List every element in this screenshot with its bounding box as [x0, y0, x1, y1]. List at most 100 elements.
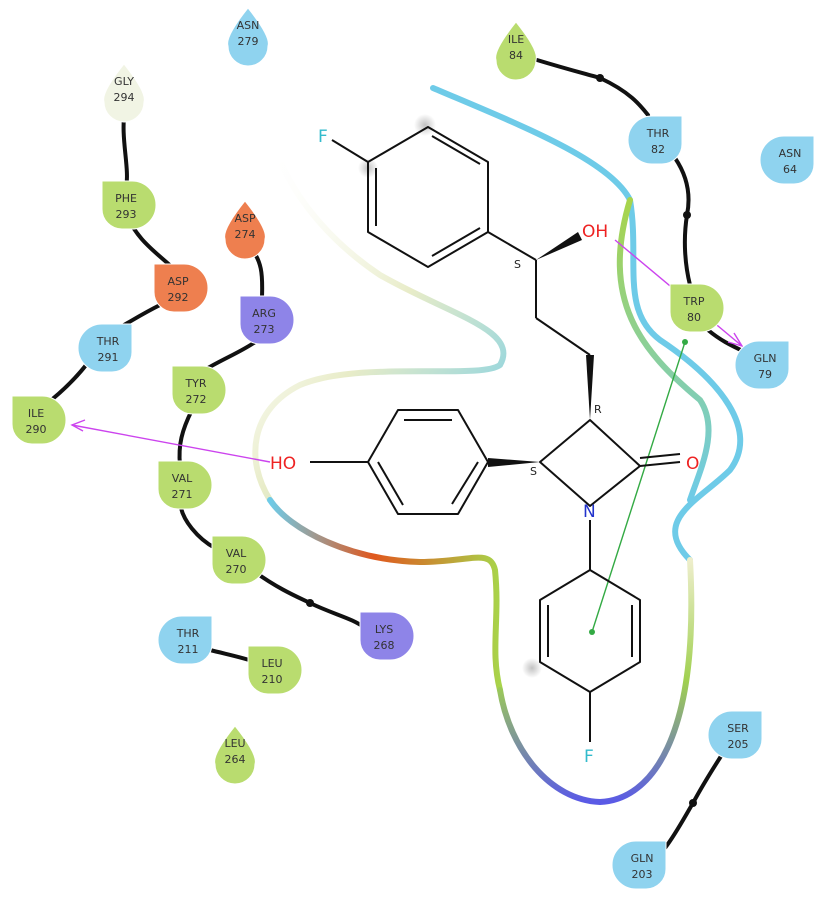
binding-pocket-outline [252, 85, 744, 806]
residue-asn279: ASN 279 [227, 7, 269, 67]
atom-fluorine-top: F [318, 127, 328, 147]
residue-shape [734, 340, 790, 390]
residue-shape [495, 21, 537, 81]
residue-number: 272 [186, 393, 207, 406]
residue-number: 205 [728, 738, 749, 751]
residue-name: THR [646, 127, 670, 140]
atom-halos [358, 114, 542, 678]
residue-arg273: ARG 273 [239, 295, 295, 345]
residue-shape [247, 645, 303, 695]
residue-leu264: LEU 264 [214, 725, 256, 785]
residue-name: THR [96, 335, 120, 348]
residue-shape [214, 725, 256, 785]
residue-name: THR [176, 627, 200, 640]
residue-name: LEU [261, 657, 282, 670]
residue-number: 264 [225, 753, 246, 766]
atom-hydroxyl-top: OH [582, 222, 608, 242]
residue-name: VAL [226, 547, 247, 560]
residue-shape [707, 710, 763, 760]
residue-number: 292 [168, 291, 189, 304]
residue-number: 291 [98, 351, 119, 364]
residue-number: 290 [26, 423, 47, 436]
residue-gln79: GLN 79 [734, 340, 790, 390]
residue-leu210: LEU 210 [247, 645, 303, 695]
atom-ring-nitrogen: N [583, 502, 596, 522]
residue-name: ASN [237, 19, 260, 32]
atom-carbonyl-oxygen: O [686, 454, 699, 474]
residue-name: GLN [631, 852, 654, 865]
residue-shape [239, 295, 295, 345]
residue-number: 82 [651, 143, 665, 156]
hbond-ho-to-ile290 [71, 424, 271, 463]
hbond-arrowhead-gln79 [727, 332, 744, 348]
residue-ile84: ILE 84 [495, 21, 537, 81]
atom-hydroxyl-left: HO [270, 454, 296, 474]
residue-name: VAL [172, 472, 193, 485]
residue-name: ASP [234, 212, 256, 225]
stereo-label-c4: S [530, 465, 537, 478]
residue-number: 79 [758, 368, 772, 381]
residue-shape [171, 365, 227, 415]
residue-number: 203 [632, 868, 653, 881]
residue-lys268: LYS 268 [359, 611, 415, 661]
residue-gln203: GLN 203 [611, 840, 667, 890]
residue-tyr272: TYR 272 [171, 365, 227, 415]
residue-shape [359, 611, 415, 661]
residue-shape [759, 135, 815, 185]
residue-shape [227, 7, 269, 67]
residue-asp292: ASP 292 [153, 263, 209, 313]
residue-name: GLN [754, 352, 777, 365]
residue-name: PHE [115, 192, 137, 205]
residue-number: 294 [114, 91, 135, 104]
stereo-label-c3: R [594, 403, 602, 416]
backbone-nodes [306, 74, 697, 807]
residue-name: ILE [508, 33, 524, 46]
residue-ile290: ILE 290 [11, 395, 67, 445]
residue-name: SER [727, 722, 749, 735]
residue-name: ASP [167, 275, 189, 288]
residue-shape [611, 840, 667, 890]
residue-shape [211, 535, 267, 585]
residue-number: 211 [178, 643, 199, 656]
residue-thr82: THR 82 [627, 115, 683, 165]
residue-shape [669, 283, 725, 333]
residue-number: 270 [226, 563, 247, 576]
residue-thr291: THR 291 [77, 323, 133, 373]
residue-phe293: PHE 293 [101, 180, 157, 230]
residue-number: 84 [509, 49, 523, 62]
residue-number: 273 [254, 323, 275, 336]
residue-number: 268 [374, 639, 395, 652]
residue-number: 210 [262, 673, 283, 686]
residue-shape [224, 200, 266, 260]
residue-shape [103, 63, 145, 123]
atom-labels: F OH HO O N F [270, 127, 699, 767]
residue-number: 271 [172, 488, 193, 501]
ligand-bonds [310, 126, 681, 742]
stereo-labels: S R S [514, 258, 602, 478]
residue-name: ASN [779, 147, 802, 160]
hbond-arrowhead-ile290 [70, 419, 86, 432]
residue-name: LYS [375, 623, 393, 636]
residue-val270: VAL 270 [211, 535, 267, 585]
residue-asp274: ASP 274 [224, 200, 266, 260]
residue-name: ILE [28, 407, 44, 420]
residue-number: 293 [116, 208, 137, 221]
residue-number: 274 [235, 228, 256, 241]
residue-name: ARG [252, 307, 276, 320]
residue-name: LEU [224, 737, 245, 750]
residue-name: TYR [184, 377, 206, 390]
residue-shape [627, 115, 683, 165]
pi-stack-line [591, 341, 686, 633]
residue-shape [77, 323, 133, 373]
wedge-bonds [488, 232, 594, 467]
residue-number: 80 [687, 311, 701, 324]
residue-name: TRP [683, 295, 705, 308]
residue-shape [157, 615, 213, 665]
residue-thr211: THR 211 [157, 615, 213, 665]
residue-number: 279 [238, 35, 259, 48]
residue-trp80: TRP 80 [669, 283, 725, 333]
residue-shape [157, 460, 213, 510]
